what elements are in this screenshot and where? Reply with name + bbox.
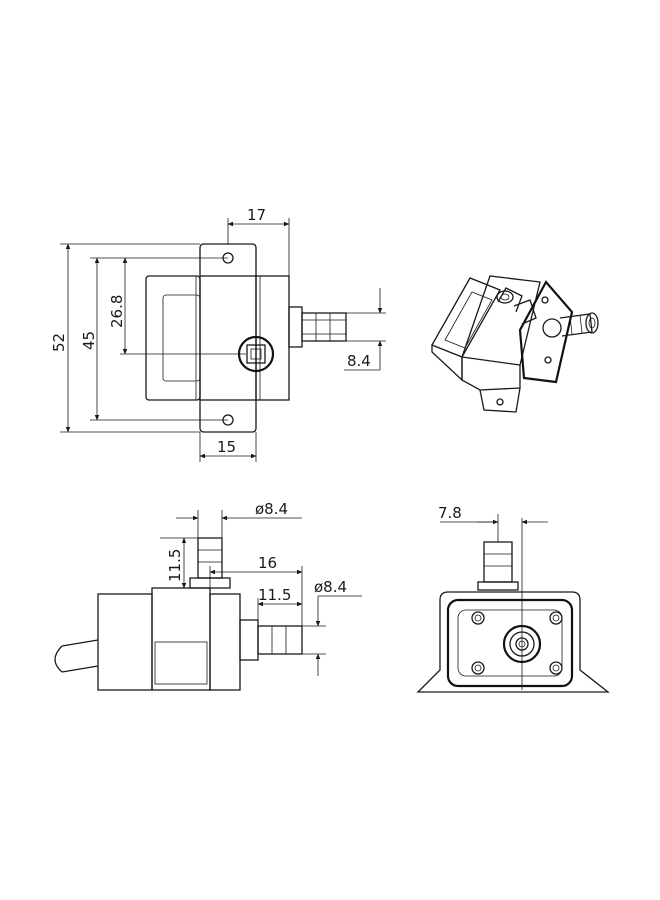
side-cable	[61, 639, 99, 673]
dim-base-width: 15	[217, 438, 236, 456]
iso-bottom-tab	[479, 387, 521, 413]
dim-overall-height: 52	[50, 333, 68, 352]
plan-view: 17 52 45 26.8 8.4 15	[50, 206, 386, 462]
dim-top-nozzle-length: 11.5	[166, 549, 184, 582]
side-front-flange	[209, 593, 241, 691]
isometric-view	[431, 275, 599, 413]
plan-outlet-nozzle	[301, 312, 347, 342]
front-top-nozzle	[483, 541, 513, 583]
side-outlet-collar	[239, 619, 259, 661]
plan-bottom-tab	[199, 400, 257, 433]
side-view: ø8.4 11.5 16 11.5 ø8.4	[54, 500, 362, 691]
dim-offset: 7.8	[438, 504, 462, 522]
side-main-body	[151, 587, 211, 691]
iso-body-top	[461, 275, 541, 366]
dim-nozzle-diameter: 8.4	[347, 352, 371, 370]
iso-rear-housing	[431, 277, 501, 358]
side-rear-housing	[97, 593, 153, 691]
side-outlet-nozzle	[257, 625, 303, 655]
side-body-window	[154, 641, 208, 685]
plan-outlet-collar	[288, 306, 303, 348]
dim-top-width: 17	[247, 206, 266, 224]
iso-front-flange	[518, 280, 574, 384]
front-screw-bl	[471, 661, 485, 675]
front-screw-tl	[471, 611, 485, 625]
dim-inner-height: 45	[80, 331, 98, 350]
front-base	[416, 591, 610, 693]
plan-rear-window	[162, 294, 201, 382]
plan-top-tab	[199, 243, 257, 276]
dim-port-height: 26.8	[108, 295, 126, 328]
dim-outlet-diameter: ø8.4	[314, 578, 347, 596]
front-view: 7.8	[416, 504, 610, 693]
front-inner-plate	[446, 598, 574, 688]
iso-outlet-nozzle	[559, 313, 593, 337]
front-screw-tr	[549, 611, 563, 625]
plan-port-square	[246, 344, 266, 364]
front-screw-br	[549, 661, 563, 675]
dim-outlet-length: 11.5	[258, 586, 291, 604]
dim-top-nozzle-diameter: ø8.4	[255, 500, 288, 518]
dim-body-to-nozzle: 16	[258, 554, 277, 572]
